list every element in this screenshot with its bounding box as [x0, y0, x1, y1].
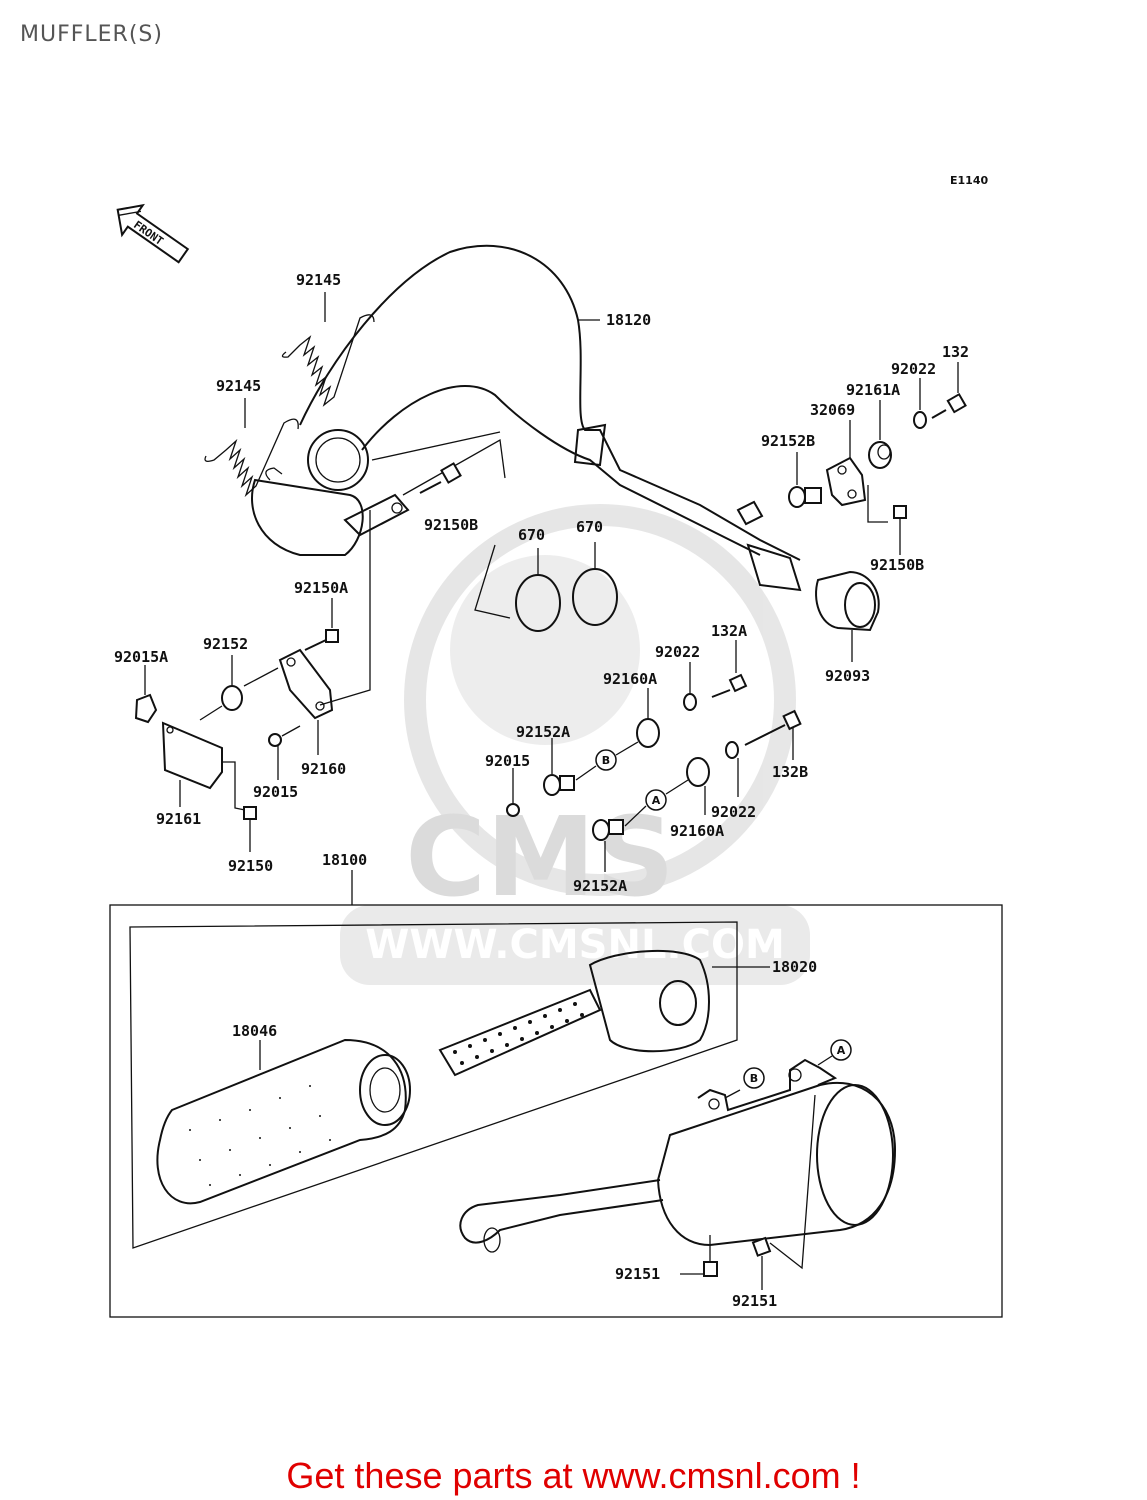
bolt-92151-left	[680, 1235, 718, 1277]
label-92022-top: 92022	[891, 360, 936, 378]
spring-92145-mid	[204, 398, 299, 498]
watermark-url: WWW.CMSNL.COM	[365, 922, 785, 968]
damper-92160A-bottom	[686, 757, 710, 815]
label-132: 132	[942, 343, 969, 361]
bolt-132A	[711, 640, 748, 698]
label-670-right: 670	[576, 518, 603, 536]
label-92022-bottom: 92022	[711, 803, 756, 821]
nut-92015-center	[506, 768, 520, 817]
callout-a-top: A	[624, 779, 689, 827]
label-132B: 132B	[772, 763, 808, 781]
label-92161: 92161	[156, 810, 201, 828]
muffler-body	[459, 1058, 897, 1253]
leader-o-rings	[474, 544, 511, 619]
parts-diagram: CMS WWW.CMSNL.COM E1140 FRONT	[109, 174, 1003, 1318]
watermark-logo: CMS WWW.CMSNL.COM	[340, 504, 810, 985]
watermark-logo-text: CMS	[405, 793, 674, 921]
footer-cta-link[interactable]: Get these parts at www.cmsnl.com !	[286, 1455, 861, 1496]
label-32069: 32069	[810, 401, 855, 419]
bolt-132B	[744, 709, 802, 760]
label-92022-mid: 92022	[655, 643, 700, 661]
packing-18046	[156, 1038, 411, 1205]
washer-92022-top	[913, 378, 927, 429]
label-18120: 18120	[606, 311, 651, 329]
label-92150A: 92150A	[294, 579, 348, 597]
leader-92150B-right	[867, 485, 888, 523]
bracket-92160	[243, 648, 334, 755]
callout-a-top-letter: A	[652, 794, 661, 807]
bolt-92150B-right	[893, 505, 907, 555]
leader-92150B-left	[402, 438, 506, 496]
expansion-chamber-18120	[299, 244, 802, 592]
bolt-92150B-left	[419, 462, 462, 494]
front-arrow-icon: FRONT	[116, 203, 190, 264]
label-92151-right: 92151	[732, 1292, 777, 1310]
label-18100: 18100	[322, 851, 367, 869]
chamber-header-end	[251, 429, 410, 556]
label-92152A-bottom: 92152A	[573, 877, 627, 895]
washer-92022-mid	[683, 662, 697, 711]
label-92145-mid: 92145	[216, 377, 261, 395]
collar-92152	[199, 655, 243, 721]
bolt-132	[931, 362, 967, 419]
label-92150B-left: 92150B	[424, 516, 478, 534]
leader-92150A	[319, 510, 371, 706]
diagram-reference: E1140	[950, 174, 988, 187]
label-92152: 92152	[203, 635, 248, 653]
silencer-pipe-18020	[438, 950, 770, 1077]
page-title: MUFFLER(S)	[20, 22, 163, 47]
o-ring-670-right	[572, 542, 618, 626]
label-92150B-right: 92150B	[870, 556, 924, 574]
label-92015-left: 92015	[485, 752, 530, 770]
spring-92145-top	[281, 292, 375, 407]
label-92145-top: 92145	[296, 271, 341, 289]
collar-92152A-bottom	[592, 819, 624, 872]
callout-a-muffler: A	[817, 1039, 852, 1066]
bolt-92150	[243, 806, 257, 852]
label-92160A-top: 92160A	[603, 670, 657, 688]
label-18046: 18046	[232, 1022, 277, 1040]
nut-92015-left	[268, 725, 301, 780]
damper-92161A	[868, 400, 892, 469]
bolt-92151-right	[751, 1094, 816, 1290]
label-92160A-bottom: 92160A	[670, 822, 724, 840]
collar-92152A-top	[543, 738, 575, 796]
leader-chamber-18120	[371, 431, 501, 461]
muffler-assembly-frame-18100	[109, 904, 1003, 1318]
label-670-left: 670	[518, 526, 545, 544]
label-92160: 92160	[301, 760, 346, 778]
grommet-92015A	[134, 665, 158, 724]
bracket-32069	[825, 420, 867, 507]
label-92093: 92093	[825, 667, 870, 685]
washer-92022-bottom	[725, 741, 739, 797]
callout-b-top-letter: B	[602, 754, 610, 767]
callout-b-muffler-letter: B	[750, 1072, 758, 1085]
collar-92152B	[788, 452, 822, 508]
label-92152A-top: 92152A	[516, 723, 570, 741]
plate-92161	[161, 721, 246, 811]
muffler-inner-frame	[129, 921, 738, 1249]
bolt-92150A	[304, 598, 339, 651]
label-18020: 18020	[772, 958, 817, 976]
damper-92160A-top	[636, 688, 660, 748]
callout-b-top: B	[575, 741, 639, 781]
label-132A: 132A	[711, 622, 747, 640]
callout-a-muffler-letter: A	[837, 1044, 846, 1057]
callout-b-muffler: B	[743, 1067, 765, 1089]
label-92150: 92150	[228, 857, 273, 875]
label-92015-mid: 92015	[253, 783, 298, 801]
label-92161A: 92161A	[846, 381, 900, 399]
label-92152B: 92152B	[761, 432, 815, 450]
o-ring-670-left	[515, 548, 561, 632]
label-92151-left: 92151	[615, 1265, 660, 1283]
gasket-92093	[815, 570, 880, 662]
label-92015A: 92015A	[114, 648, 168, 666]
